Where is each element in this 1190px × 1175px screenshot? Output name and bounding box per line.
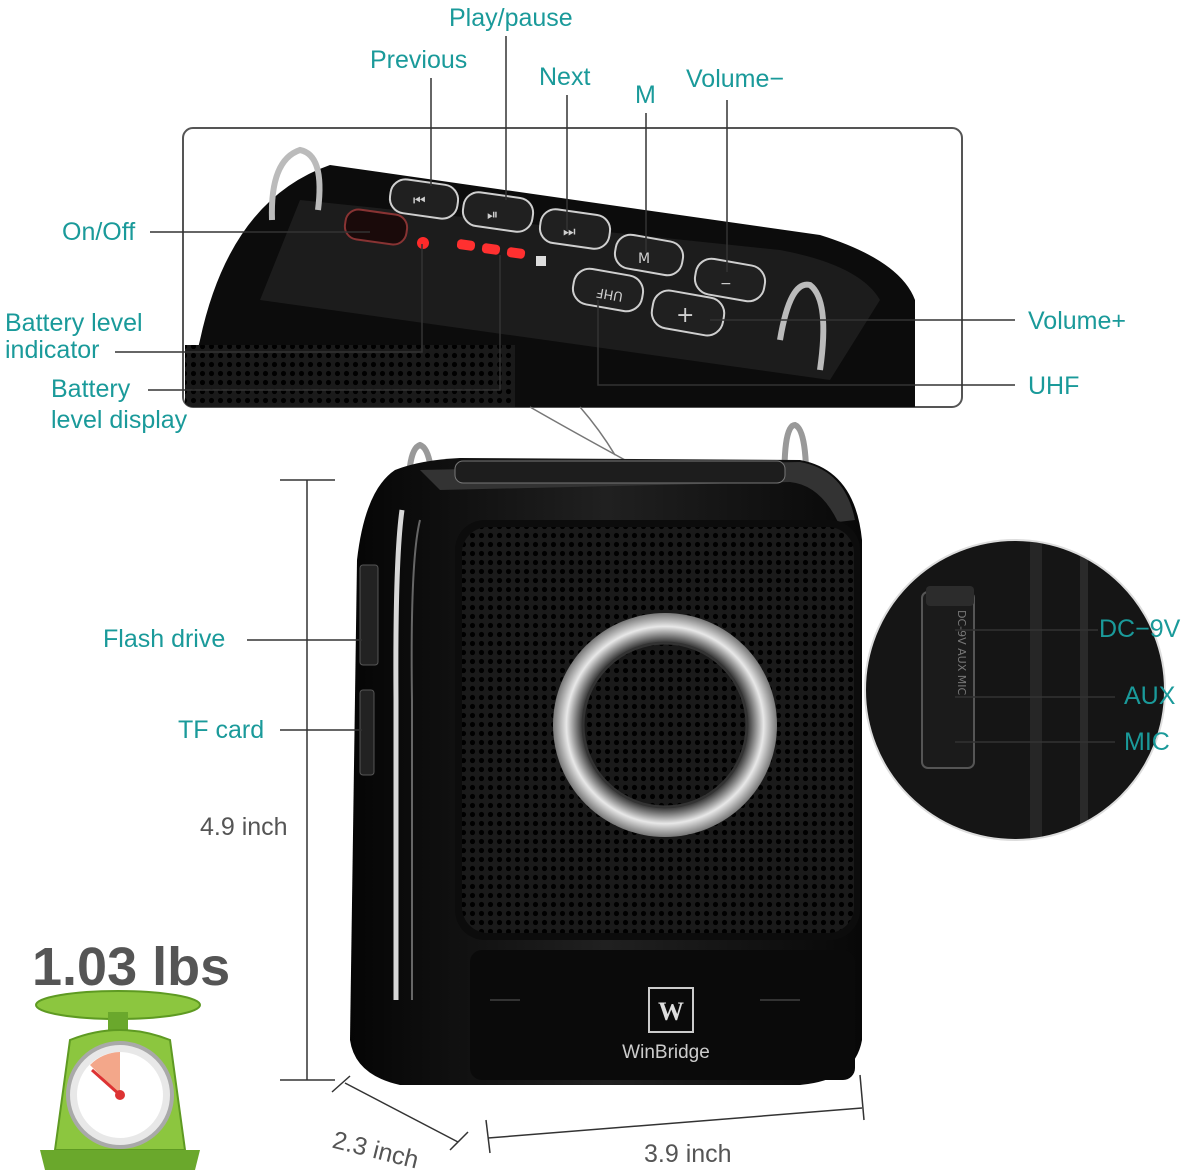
svg-text:⏮: ⏮ [413,193,426,209]
uhf-button-print: UHF [595,284,624,303]
label-volume-plus: Volume+ [1028,307,1126,335]
svg-text:+: + [676,303,694,328]
label-aux: AUX [1124,682,1176,710]
dimension-lines [280,479,865,1154]
label-m: M [635,81,656,109]
svg-text:⏯: ⏯ [487,207,498,223]
label-next: Next [539,63,591,91]
label-battery-level-indicator-line2: indicator [5,336,100,364]
label-flash-drive: Flash drive [103,625,226,653]
label-mic: MIC [1124,728,1170,756]
label-volume-minus: Volume− [686,65,784,93]
label-uhf: UHF [1028,372,1080,400]
top-callout-lines [115,36,1015,391]
speaker-device: W WinBridge [350,421,862,1085]
weight-label: 1.03 lbs [32,937,231,997]
label-play-pause: Play/pause [449,4,573,32]
top-panel-zoom: ⏮ ⏯ ⏭ M − UHF + [182,127,963,408]
side-callout-lines [247,629,1115,743]
label-previous: Previous [370,46,468,74]
brand-logo-letter: W [658,997,684,1026]
label-battery-level-indicator-line1: Battery level [5,309,143,337]
svg-text:⏭: ⏭ [563,224,576,240]
brand-name: WinBridge [622,1042,710,1063]
label-on-off: On/Off [62,218,136,246]
label-battery-level-display-line1: Battery [51,375,131,403]
svg-text:−: − [720,276,732,292]
m-button-print: M [638,251,650,267]
label-battery-level-display-line2: level display [51,406,188,434]
dimension-height: 4.9 inch [200,813,288,841]
label-tf-card: TF card [178,716,265,744]
dimension-width: 3.9 inch [644,1140,732,1168]
label-dc-9v: DC−9V [1099,615,1181,643]
scale-icon [35,990,201,1170]
side-port-print: DC-9V AUX MIC [955,610,968,695]
side-port-zoom: DC-9V AUX MIC [864,539,1166,841]
